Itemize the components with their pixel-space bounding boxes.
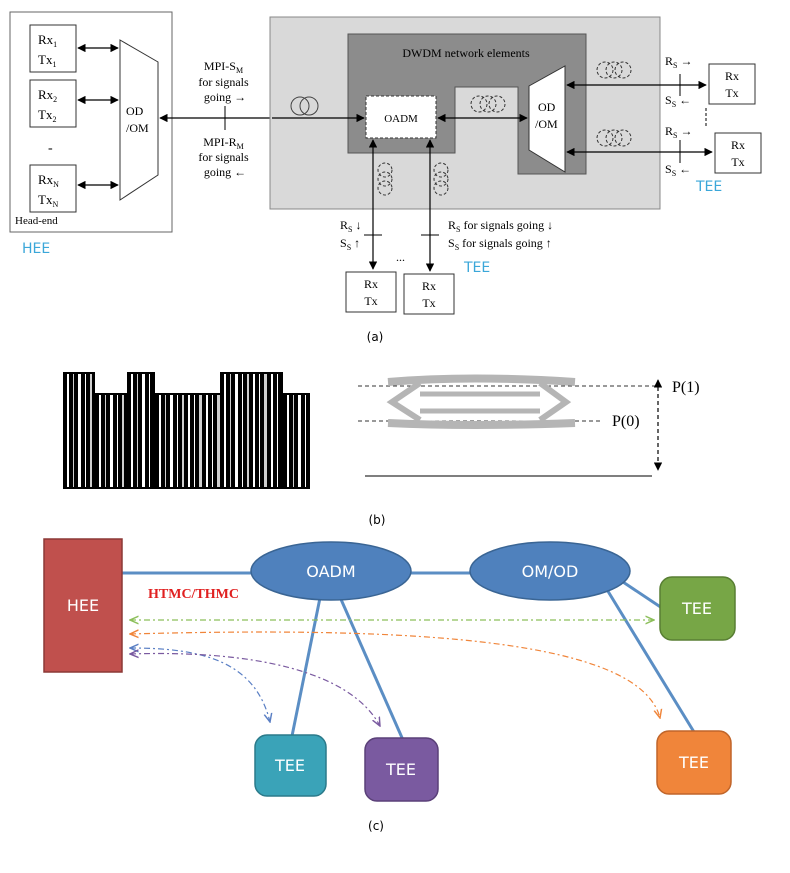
ss-description: SS for signals going ↑ bbox=[448, 236, 552, 252]
panel-a: Rx1 Tx1 Rx2 Tx2 - RxN TxN OD /OM Head-en… bbox=[9, 11, 762, 344]
caption-a: (a) bbox=[367, 330, 384, 344]
signal-arrows bbox=[130, 620, 660, 726]
caption-b: (b) bbox=[369, 513, 386, 527]
svg-text:HEE: HEE bbox=[67, 596, 99, 615]
tee-group-label-bottom: TEE bbox=[463, 260, 490, 276]
svg-text:Rx2: Rx2 bbox=[38, 87, 57, 104]
mpi-s-label: MPI-SM for signals going → bbox=[198, 59, 251, 104]
svg-text:OADM: OADM bbox=[384, 113, 418, 125]
dwdm-title: DWDM network elements bbox=[402, 46, 530, 60]
fiber-coil-icon bbox=[596, 61, 632, 147]
svg-text:Tx: Tx bbox=[725, 86, 738, 100]
fiber-coil-icon bbox=[470, 95, 506, 113]
head-end-gap-dash: - bbox=[48, 141, 53, 156]
rs-label-bottom: RS ↓ bbox=[340, 218, 361, 234]
network-mux bbox=[528, 65, 566, 173]
head-end-mux bbox=[119, 39, 159, 201]
tee-node-purple bbox=[364, 737, 439, 802]
tee-node-teal bbox=[254, 734, 327, 797]
mpi-r-label: MPI-RM for signals going ← bbox=[198, 135, 251, 179]
svg-text:OD: OD bbox=[538, 100, 556, 114]
rs-label-2: RS → bbox=[665, 124, 692, 140]
svg-text:Rx: Rx bbox=[725, 69, 739, 83]
svg-text:TEE: TEE bbox=[274, 756, 305, 775]
svg-text:Tx: Tx bbox=[422, 296, 435, 310]
right-trx-1: Rx Tx bbox=[708, 63, 756, 105]
p1-label: P(1) bbox=[672, 379, 700, 396]
svg-text:Tx1: Tx1 bbox=[38, 52, 56, 69]
bottom-trx-2: Rx Tx bbox=[403, 273, 455, 315]
panel-c: HEE OADM OM/OD HTMC/THMC TEE TEE TEE TEE… bbox=[43, 538, 736, 833]
oadm-box bbox=[365, 95, 437, 139]
hee-group-label: HEE bbox=[22, 241, 50, 257]
svg-text:Tx: Tx bbox=[731, 155, 744, 169]
head-end-trx-1: Rx1 Tx1 bbox=[29, 24, 77, 73]
svg-text:TEE: TEE bbox=[385, 760, 416, 779]
tee-group-label-right: TEE bbox=[695, 179, 722, 195]
svg-text:Rx: Rx bbox=[422, 279, 436, 293]
svg-text:/OM: /OM bbox=[126, 121, 149, 135]
svg-text:Tx2: Tx2 bbox=[38, 107, 56, 124]
svg-text:RxN: RxN bbox=[38, 172, 59, 189]
ss-label-2: SS ← bbox=[665, 162, 691, 178]
svg-text:TEE: TEE bbox=[681, 599, 712, 618]
svg-text:Rx: Rx bbox=[731, 138, 745, 152]
svg-text:TEE: TEE bbox=[678, 753, 709, 772]
svg-text:TxN: TxN bbox=[38, 192, 58, 209]
rs-description: RS for signals going ↓ bbox=[448, 218, 553, 234]
bit-pattern bbox=[63, 372, 310, 489]
head-end-trx-2: Rx2 Tx2 bbox=[29, 79, 77, 128]
head-end-label: Head-end bbox=[15, 215, 58, 227]
head-end-trx-n: RxN TxN bbox=[29, 164, 77, 213]
svg-text:/OM: /OM bbox=[535, 117, 558, 131]
svg-text:OD: OD bbox=[126, 104, 144, 118]
right-trx-2: Rx Tx bbox=[714, 132, 762, 174]
eye-diagram: P(1) P(0) bbox=[358, 374, 700, 477]
oadm-node bbox=[250, 541, 412, 601]
dwdm-network-elements bbox=[347, 33, 587, 175]
hee-node bbox=[43, 538, 123, 673]
rs-label-1: RS → bbox=[665, 54, 692, 70]
p0-label: P(0) bbox=[612, 413, 640, 430]
panel-b: P(1) P(0) (b) bbox=[63, 372, 700, 527]
tee-node-orange bbox=[656, 730, 732, 795]
fiber-coil-icon bbox=[377, 162, 449, 196]
bottom-ellipsis: ... bbox=[396, 250, 405, 264]
omod-node bbox=[469, 541, 631, 601]
svg-text:Tx: Tx bbox=[364, 294, 377, 308]
svg-text:Rx: Rx bbox=[364, 277, 378, 291]
protocol-label: HTMC/THMC bbox=[148, 587, 239, 602]
tee-node-green bbox=[659, 576, 736, 641]
ss-label-1: SS ← bbox=[665, 93, 691, 109]
caption-c: (c) bbox=[368, 819, 384, 833]
svg-text:OADM: OADM bbox=[306, 562, 355, 581]
ss-label-bottom: SS ↑ bbox=[340, 236, 360, 252]
bottom-trx-1: Rx Tx bbox=[345, 271, 397, 313]
svg-text:OM/OD: OM/OD bbox=[522, 562, 579, 581]
svg-text:Rx1: Rx1 bbox=[38, 32, 57, 49]
